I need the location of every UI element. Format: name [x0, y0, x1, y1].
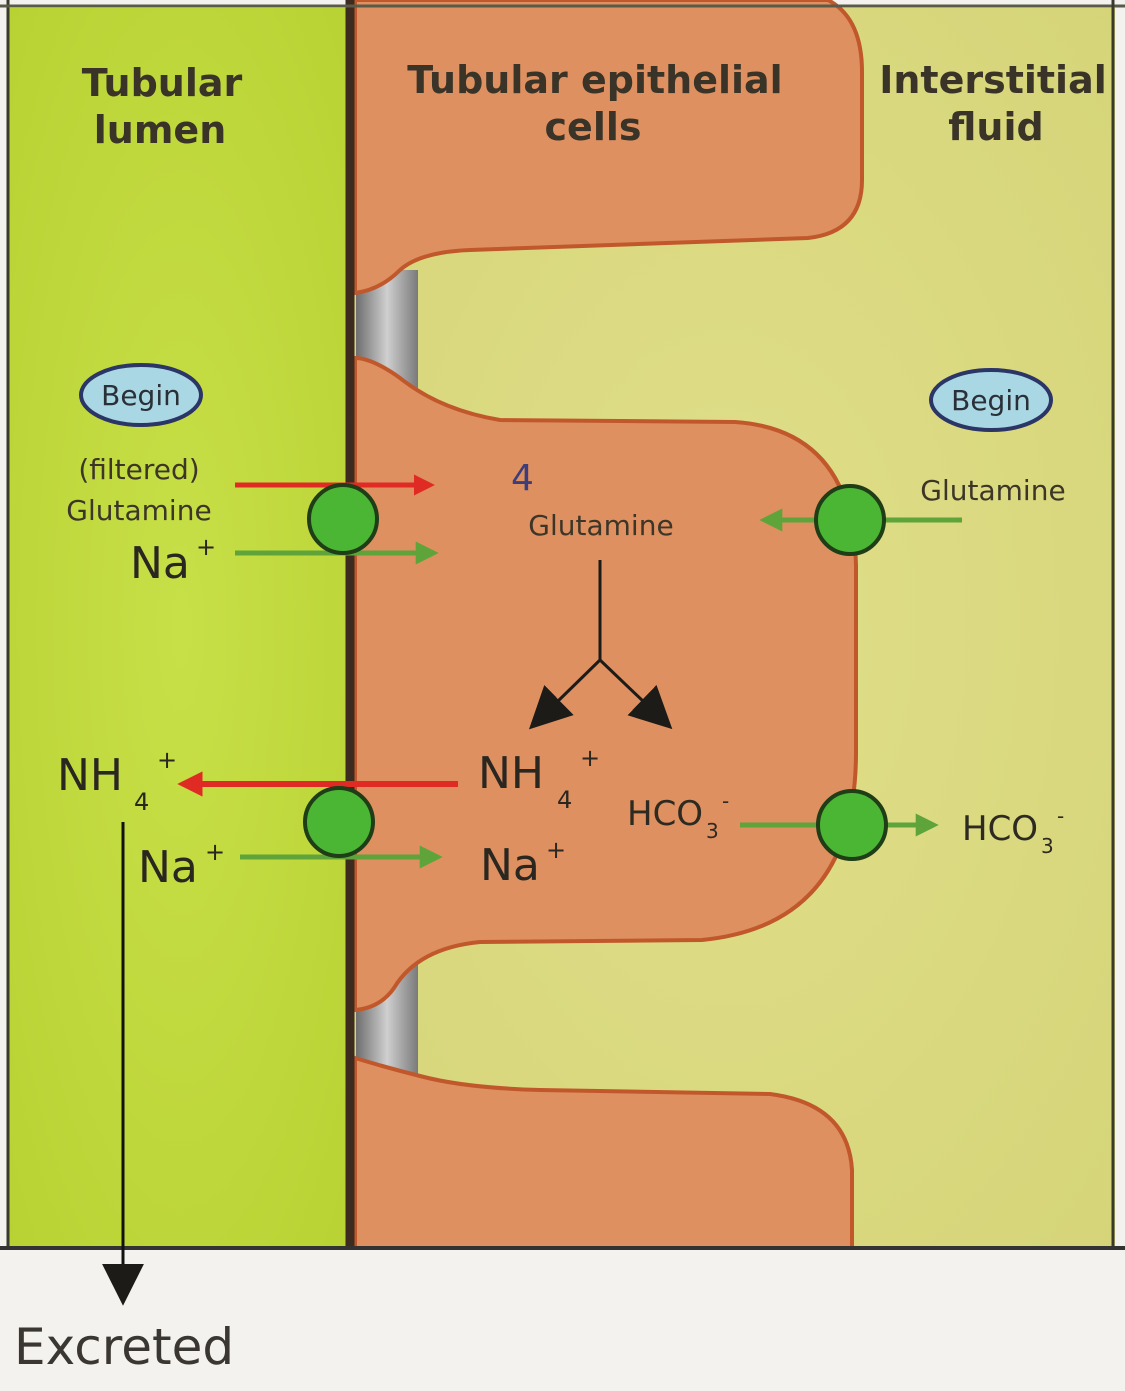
- middle-epithelial-cell: [353, 355, 858, 1013]
- header-epithelial-cells-line1: Tubular epithelial: [407, 58, 782, 102]
- svg-text:3: 3: [1041, 834, 1054, 858]
- svg-text:+: +: [157, 746, 177, 774]
- svg-text:4: 4: [557, 786, 572, 814]
- lumen-na-label-bottom: Na +: [138, 838, 225, 893]
- basolateral-hco3-transporter: [816, 789, 888, 861]
- svg-text:NH: NH: [57, 750, 123, 801]
- header-epithelial-cells-line2: cells: [545, 105, 642, 149]
- interstitial-hco3-label: HCO 3 -: [962, 804, 1064, 858]
- cell-nh4-label: NH 4 +: [478, 744, 600, 814]
- begin-label-lumen: Begin: [101, 379, 181, 412]
- svg-text:Na: Na: [138, 842, 198, 893]
- header-tubular-lumen-line1: Tubular: [82, 61, 243, 105]
- svg-text:HCO: HCO: [962, 809, 1038, 849]
- svg-text:-: -: [722, 789, 729, 813]
- header-tubular-lumen-line2: lumen: [94, 108, 227, 152]
- begin-label-interstitial: Begin: [951, 384, 1031, 417]
- cell-hco3-label: HCO 3 -: [627, 789, 729, 843]
- excreted-label: Excreted: [14, 1318, 234, 1376]
- glutamine-metabolism-fork: [528, 560, 673, 730]
- lumen-na-label-top: Na +: [130, 533, 216, 589]
- handwritten-mark: 4: [511, 458, 534, 499]
- svg-text:3: 3: [706, 819, 719, 843]
- header-interstitial-fluid-line2: fluid: [948, 105, 1043, 149]
- header-interstitial-fluid-line1: Interstitial: [879, 58, 1107, 102]
- svg-text:Na: Na: [480, 840, 540, 891]
- apical-nh4-na-exchanger: [303, 786, 375, 858]
- filtered-label: (filtered): [78, 453, 199, 486]
- svg-text:NH: NH: [478, 748, 544, 799]
- svg-text:+: +: [546, 836, 566, 864]
- svg-text:+: +: [580, 744, 600, 772]
- svg-text:+: +: [205, 838, 225, 866]
- lumen-nh4-label: NH 4 +: [57, 746, 177, 816]
- begin-badge-lumen: Begin: [79, 363, 203, 427]
- begin-badge-interstitial: Begin: [929, 368, 1053, 432]
- svg-text:Na: Na: [130, 538, 190, 589]
- interstitial-glutamine-label: Glutamine: [920, 474, 1065, 507]
- basolateral-glutamine-transporter: [814, 484, 886, 556]
- svg-text:HCO: HCO: [627, 794, 703, 834]
- svg-text:+: +: [196, 533, 216, 561]
- lumen-glutamine-label: Glutamine: [66, 494, 211, 527]
- tubular-lumen-region: [8, 8, 354, 1248]
- cell-na-label: Na +: [480, 836, 566, 891]
- apical-glutamine-na-transporter: [307, 483, 379, 555]
- cell-glutamine-label: Glutamine: [528, 509, 673, 542]
- svg-text:-: -: [1057, 804, 1064, 828]
- svg-text:4: 4: [134, 788, 149, 816]
- top-epithelial-cell: [353, 0, 864, 296]
- bottom-epithelial-cell: [353, 1055, 854, 1250]
